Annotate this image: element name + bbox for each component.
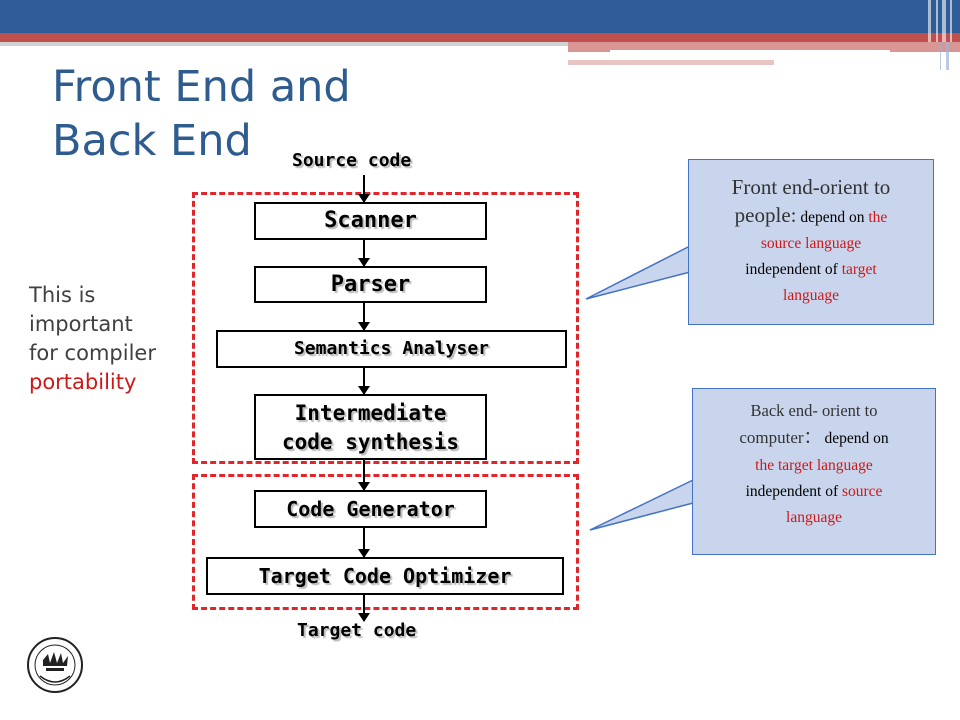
back-callout-language: language [786,509,842,526]
scanner-label: Scanner [324,208,417,233]
parser-label: Parser [330,272,411,297]
front-callout-language: language [783,287,839,304]
back-callout-line4: independent of source [693,479,935,505]
arrow-parser-to-semantics [358,303,370,331]
portability-note: This is important for compiler portabili… [29,281,156,397]
back-callout-target-language: the target language [755,457,873,474]
back-end-region [192,474,579,610]
arrow-optimizer-to-target [358,595,370,622]
scanner-box: Scanner [254,202,487,240]
front-end-region [192,192,579,464]
portability-note-line3: for compiler [29,341,156,365]
back-end-callout: Back end- orient to computer： depend on … [692,388,936,555]
front-callout-independent: independent of [745,261,842,278]
front-callout-depend: depend on [796,209,869,226]
banner-decoration [0,0,960,70]
target-code-label: Target code [297,620,417,641]
back-callout-source: source [841,483,883,500]
arrow-intermediate-to-codegen [358,460,370,491]
seal-graphic [27,637,83,693]
front-callout-people: people: [734,203,797,227]
arrow-codegen-to-optimizer [358,528,370,558]
source-code-label: Source code [292,150,412,171]
arrow-scanner-to-parser [358,240,370,267]
back-callout-independent: independent of [745,483,842,500]
front-end-callout: Front end-orient to people: depend on th… [688,159,934,325]
front-callout-line4: independent of target [689,257,933,283]
back-callout-computer: computer： [739,428,821,447]
portability-note-highlight: portability [29,370,137,394]
optimizer-label: Target Code Optimizer [258,564,512,588]
arrow-semantics-to-intermediate [358,368,370,395]
portability-note-line2: important [29,312,133,336]
semantics-label: Semantics Analyser [293,338,490,359]
front-callout-line2: people: depend on the [689,202,933,231]
codegen-box: Code Generator [254,490,487,528]
front-callout-the: the [868,209,888,226]
intermediate-label-line2: code synthesis [281,430,459,454]
front-callout-source-language: source language [760,235,862,252]
intermediate-box: Intermediate code synthesis [254,394,487,460]
back-callout-depend: depend on [820,430,889,447]
university-seal-icon [26,636,84,694]
portability-note-line1: This is [29,283,96,307]
semantics-box: Semantics Analyser [216,330,567,368]
page-title: Front End and Back End [52,62,351,166]
back-callout-lead: Back end- orient to [750,401,878,420]
codegen-label: Code Generator [286,497,455,521]
parser-box: Parser [254,266,487,303]
front-callout-lead: Front end-orient to [731,175,891,199]
arrow-source-to-scanner [358,175,370,203]
optimizer-box: Target Code Optimizer [206,557,564,595]
top-banner [0,0,960,70]
front-callout-target: target [841,261,877,278]
back-callout-line2: computer： depend on [693,424,935,453]
intermediate-label-line1: Intermediate [294,401,447,425]
